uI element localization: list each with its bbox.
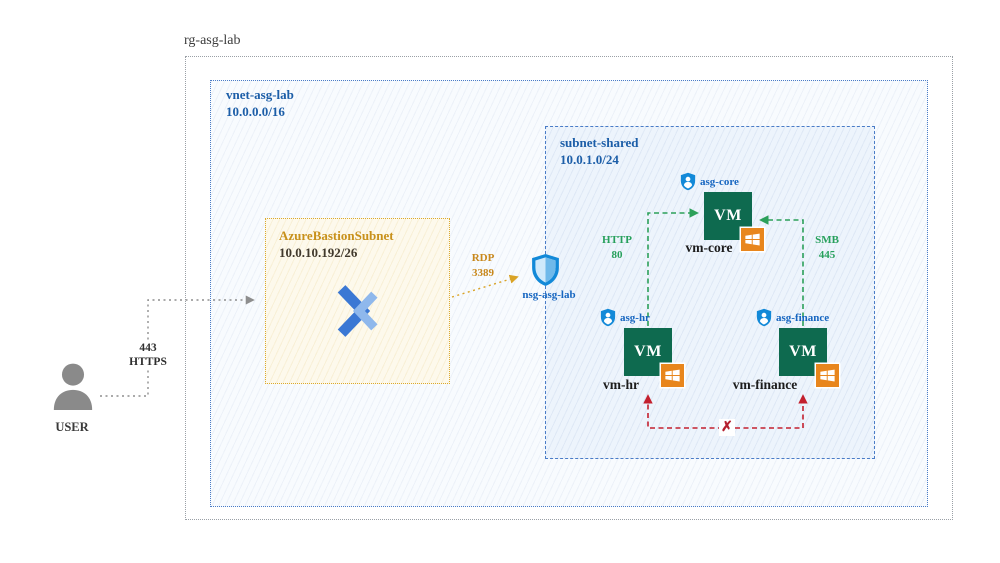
blocked-x-mark: ✗ [719, 419, 735, 436]
user-label: USER [55, 420, 89, 434]
shared-subnet-box [545, 126, 875, 459]
http-flow-label: HTTP 80 [596, 233, 638, 263]
bastion-subnet-name: AzureBastionSubnet [279, 228, 394, 243]
asg-finance-label: asg-finance [776, 312, 830, 324]
nsg-label: nsg-asg-lab [522, 289, 576, 301]
bastion-subnet-label: AzureBastionSubnet 10.0.10.192/26 [279, 227, 394, 261]
resource-group-box [185, 56, 953, 520]
vnet-label: vnet-asg-lab 10.0.0.0/16 [226, 86, 294, 120]
shared-subnet-name: subnet-shared [560, 135, 639, 150]
smb-port: 445 [818, 249, 836, 261]
http-port: 80 [611, 249, 623, 261]
asg-core-icon [680, 172, 696, 196]
http-protocol: HTTP [602, 234, 632, 246]
vm-hr-label: vm-hr [603, 377, 639, 392]
https-port: 443 [139, 342, 157, 354]
shared-subnet-cidr: 10.0.1.0/24 [560, 152, 619, 167]
vm-core-icon: VM [704, 192, 752, 240]
https-protocol: HTTPS [129, 356, 167, 368]
https-flow-label: 443 HTTPS [122, 341, 174, 369]
rdp-protocol: RDP [471, 252, 495, 264]
rdp-port: 3389 [472, 267, 494, 279]
bastion-icon [326, 283, 388, 344]
shared-subnet-label: subnet-shared 10.0.1.0/24 [560, 134, 639, 168]
vm-finance-label: vm-finance [732, 377, 798, 392]
smb-flow-label: SMB 445 [806, 233, 848, 263]
asg-hr-icon [600, 308, 616, 332]
vm-core-label: vm-core [685, 240, 733, 255]
vnet-cidr: 10.0.0.0/16 [226, 104, 285, 119]
smb-protocol: SMB [815, 234, 839, 246]
vnet-name: vnet-asg-lab [226, 87, 294, 102]
bastion-subnet-cidr: 10.0.10.192/26 [279, 245, 358, 260]
vm-hr-windows-icon [661, 364, 684, 387]
asg-hr-label: asg-hr [620, 312, 650, 324]
asg-core-label: asg-core [700, 176, 739, 188]
nsg-shield-icon [531, 253, 560, 292]
asg-finance-icon [756, 308, 772, 332]
user-icon [50, 362, 96, 419]
rdp-flow-label: RDP 3389 [460, 251, 506, 281]
vm-finance-windows-icon [816, 364, 839, 387]
resource-group-label: rg-asg-lab [184, 33, 241, 48]
vm-core-windows-icon [741, 228, 764, 251]
